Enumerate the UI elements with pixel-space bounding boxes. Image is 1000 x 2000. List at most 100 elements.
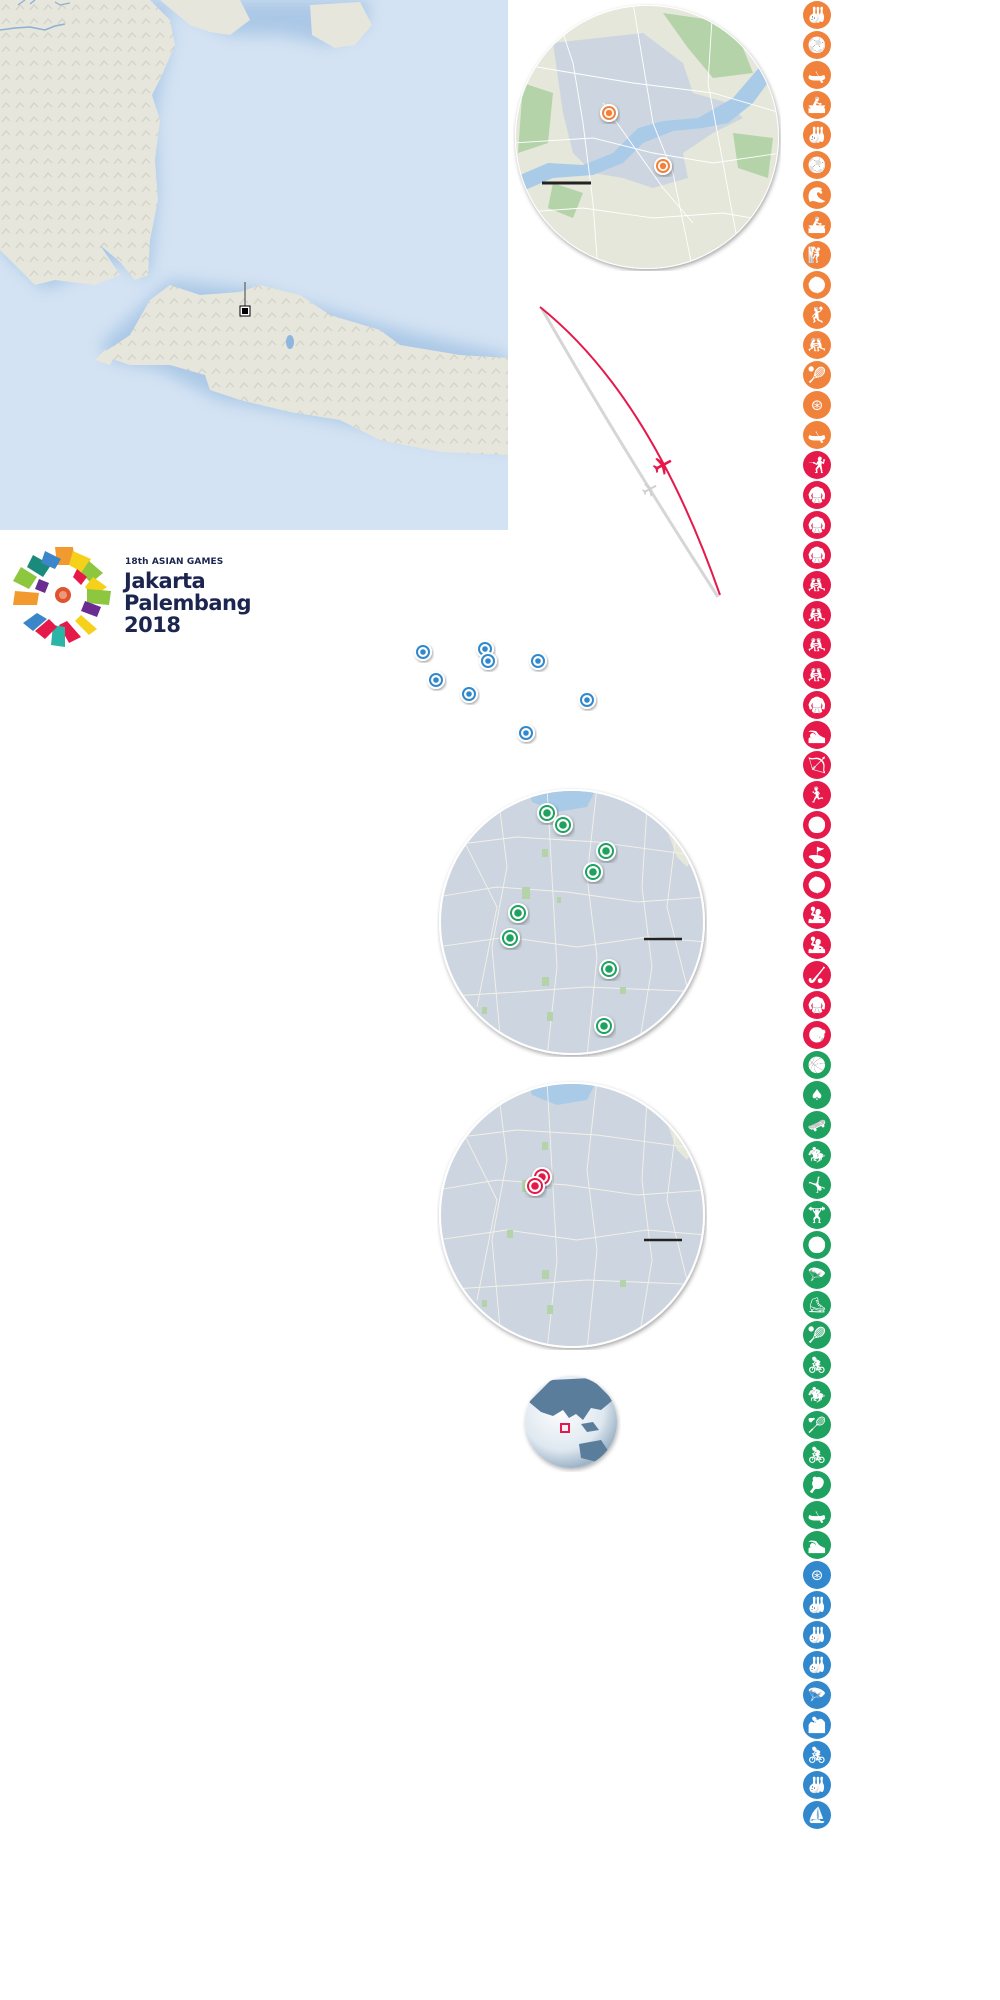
jet-ski-icon[interactable]: 🌊: [803, 181, 831, 209]
gymnastics-icon[interactable]: 🤸: [803, 1171, 831, 1199]
equestrian-icon[interactable]: 🏇: [803, 1141, 831, 1169]
jakarta-inset-map-red[interactable]: [437, 1080, 707, 1350]
canoe-slalom-glyph: 🛶: [807, 65, 827, 84]
bowling-icon[interactable]: 🎳: [803, 1591, 831, 1619]
venue-marker[interactable]: [600, 104, 618, 122]
cycling-bmx-icon[interactable]: 🚴: [803, 1351, 831, 1379]
weightlifting-glyph: 🏋: [807, 1205, 827, 1224]
java-sumatra-map[interactable]: [0, 0, 508, 530]
venue-marker[interactable]: [599, 959, 619, 979]
table-tennis-icon[interactable]: 🏓: [803, 1471, 831, 1499]
cycling-track-icon[interactable]: 🚴: [803, 1441, 831, 1469]
polo-icon[interactable]: 🏇: [803, 1381, 831, 1409]
triathlon-icon[interactable]: ⊛: [803, 1561, 831, 1589]
golf-icon[interactable]: ⛳: [803, 841, 831, 869]
taekwondo-icon[interactable]: 🥋: [803, 691, 831, 719]
venue-marker[interactable]: [525, 1176, 545, 1196]
jakarta-inset-map-green[interactable]: [437, 787, 707, 1057]
football-icon[interactable]: ⚽: [803, 151, 831, 179]
volleyball-icon[interactable]: 🏐: [803, 811, 831, 839]
mountain-bike-icon[interactable]: 🚵: [803, 1711, 831, 1739]
squash-icon[interactable]: 🎾: [803, 1321, 831, 1349]
sport-climbing-icon[interactable]: 🧗: [803, 241, 831, 269]
skateboarding-icon[interactable]: 🛹: [803, 1111, 831, 1139]
venue-cluster[interactable]: [400, 630, 620, 750]
kabaddi-icon[interactable]: 🤼: [803, 331, 831, 359]
sailing-icon[interactable]: ⛵: [803, 1801, 831, 1829]
equestrian-glyph: 🏇: [807, 1145, 827, 1164]
bowling-icon[interactable]: 🎳: [803, 1621, 831, 1649]
basketball-icon[interactable]: 🏀: [803, 1051, 831, 1079]
urban-area: [553, 33, 743, 188]
bowling-icon[interactable]: 🎳: [803, 1771, 831, 1799]
venue-marker[interactable]: [517, 724, 535, 742]
canoe-sprint-icon[interactable]: 🛶: [803, 421, 831, 449]
bowling-glyph: 🎳: [807, 1625, 827, 1644]
bridge-icon[interactable]: ♠: [803, 1081, 831, 1109]
handball-icon[interactable]: 🤾: [803, 301, 831, 329]
badminton-glyph: 🏸: [807, 1415, 827, 1434]
sambo-icon[interactable]: 🤼: [803, 631, 831, 659]
sepak-takraw-icon[interactable]: ⚽: [803, 31, 831, 59]
weightlifting-icon[interactable]: 🏋: [803, 1201, 831, 1229]
sport-climbing-glyph: 🧗: [807, 245, 827, 264]
venue-marker[interactable]: [500, 928, 520, 948]
archery-icon[interactable]: 🏹: [803, 751, 831, 779]
athletics-icon[interactable]: 🏃: [803, 781, 831, 809]
pencak-silat-icon[interactable]: 🥋: [803, 511, 831, 539]
diving-icon[interactable]: 🤽: [803, 931, 831, 959]
venue-marker[interactable]: [578, 691, 596, 709]
venue-marker[interactable]: [583, 862, 603, 882]
venue-marker[interactable]: [529, 652, 547, 670]
venue-marker[interactable]: [508, 903, 528, 923]
roller-sports-icon[interactable]: ⛸: [803, 1291, 831, 1319]
kabaddi-glyph: 🤼: [807, 335, 827, 354]
road-cycling-icon[interactable]: 🚴: [803, 1741, 831, 1769]
ju-jitsu-icon[interactable]: 🥋: [803, 541, 831, 569]
logo-year: 2018: [124, 613, 181, 637]
shooting-icon[interactable]: 🎯: [803, 1021, 831, 1049]
canoe-slalom-icon[interactable]: 🛶: [803, 61, 831, 89]
globe-locator: [525, 1376, 617, 1468]
taekwondo-glyph: 🥋: [807, 695, 827, 714]
venue-marker[interactable]: [654, 157, 672, 175]
tennis-icon[interactable]: 🎾: [803, 361, 831, 389]
water-polo-icon[interactable]: 🤽: [803, 901, 831, 929]
karate-icon[interactable]: 🥋: [803, 991, 831, 1019]
venue-marker[interactable]: [414, 643, 432, 661]
bowling-icon[interactable]: 🎳: [803, 121, 831, 149]
venue-marker[interactable]: [594, 1016, 614, 1036]
judo-icon[interactable]: 🥋: [803, 481, 831, 509]
beach-volleyball-icon[interactable]: 🏐: [803, 1231, 831, 1259]
badminton-icon[interactable]: 🏸: [803, 1411, 831, 1439]
venue-marker[interactable]: [537, 803, 557, 823]
wrestling-icon[interactable]: 🤼: [803, 601, 831, 629]
kurash-icon[interactable]: 🤼: [803, 571, 831, 599]
roads: [441, 1084, 703, 1346]
artistic-swimming-icon[interactable]: 🏊: [803, 1531, 831, 1559]
jet-ski-glyph: 🌊: [807, 185, 827, 204]
venue-marker[interactable]: [460, 685, 478, 703]
athletics-glyph: 🏃: [807, 785, 827, 804]
venue-marker[interactable]: [479, 652, 497, 670]
swimming-icon[interactable]: 🏊: [803, 721, 831, 749]
jakarta-pin[interactable]: [239, 282, 251, 317]
softball-icon[interactable]: ⚾: [803, 871, 831, 899]
modern-pentathlon-icon[interactable]: ⊛: [803, 391, 831, 419]
wrestling-greco-icon[interactable]: 🤼: [803, 661, 831, 689]
venue-marker[interactable]: [553, 815, 573, 835]
canoe-icon[interactable]: 🛶: [803, 1501, 831, 1529]
football-glyph: ⚽: [807, 155, 827, 174]
venue-marker[interactable]: [596, 841, 616, 861]
bowling-icon[interactable]: 🎳: [803, 1, 831, 29]
fencing-icon[interactable]: 🤺: [803, 451, 831, 479]
baseball-icon[interactable]: ⚾: [803, 271, 831, 299]
rowing-icon[interactable]: 🚣: [803, 211, 831, 239]
venue-marker[interactable]: [427, 671, 445, 689]
paragliding-icon[interactable]: 🪂: [803, 1681, 831, 1709]
hockey-icon[interactable]: 🏑: [803, 961, 831, 989]
dragon-boat-icon[interactable]: 🚣: [803, 91, 831, 119]
paragliding-icon[interactable]: 🪂: [803, 1261, 831, 1289]
palembang-inset-map[interactable]: [513, 3, 781, 271]
bowling-icon[interactable]: 🎳: [803, 1651, 831, 1679]
